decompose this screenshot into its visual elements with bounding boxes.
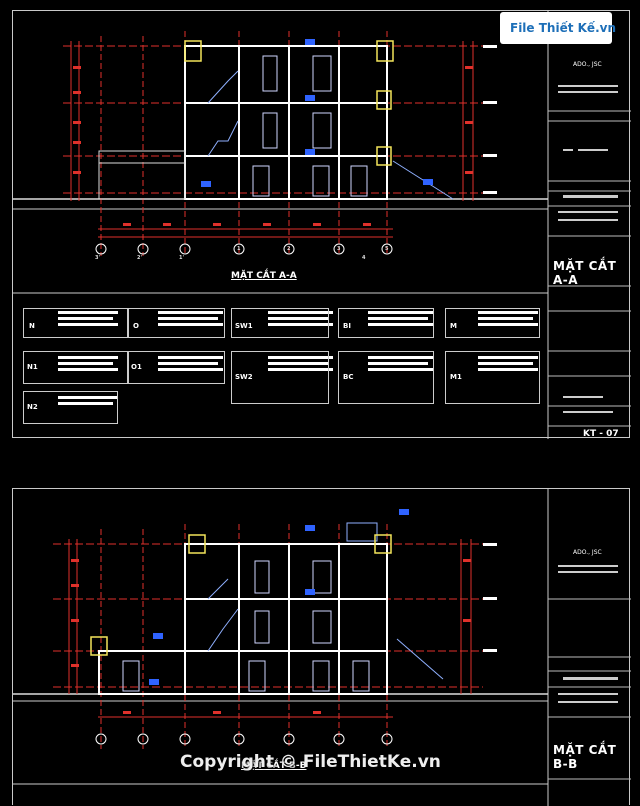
legend-box xyxy=(338,351,434,404)
copyright-watermark: Copyright © FileThietKe.vn xyxy=(180,752,441,772)
legend-key: N1 xyxy=(27,363,38,371)
legend-box xyxy=(128,351,225,384)
watermark-logo: File Thiết Kế.vn xyxy=(496,12,616,44)
grid-label: 4 xyxy=(362,255,366,261)
legend-key: SW2 xyxy=(235,373,253,381)
legend-box xyxy=(445,308,540,338)
legend-box xyxy=(445,351,540,404)
drawing-sheet-1: N N1 N2 O O1 SW1 SW2 BI BC M M1 3' 2' 1'… xyxy=(12,10,631,439)
legend-box xyxy=(231,351,329,404)
firm-name: ADO., JSC xyxy=(573,61,602,68)
legend-box xyxy=(23,391,118,424)
section-title: MẶT CẮT A-A xyxy=(231,271,297,281)
sheet-code: KT - 07 xyxy=(583,429,619,439)
grid-label: 3' xyxy=(95,255,101,261)
legend-key: M xyxy=(450,322,457,330)
grid-label: 2 xyxy=(287,246,291,252)
grid-label: 5 xyxy=(385,246,389,252)
grid-label: 3 xyxy=(337,246,341,252)
grid-label: 1' xyxy=(179,255,185,261)
firm-name: ADO., JSC xyxy=(573,549,602,556)
legend-box xyxy=(128,308,225,338)
watermark-logo-text: File Thiết Kế.vn xyxy=(510,21,616,35)
grid-label: 2' xyxy=(137,255,143,261)
grid-label: 1 xyxy=(237,246,241,252)
legend-key: N2 xyxy=(27,403,38,411)
drawing-sheet-2: MẶT CẮT B-B ADO., JSC MẶT CẮT B-B xyxy=(12,488,631,806)
legend-key: SW1 xyxy=(235,322,253,330)
legend-key: O1 xyxy=(131,363,142,371)
legend-key: BI xyxy=(343,322,351,330)
legend-box xyxy=(23,308,128,338)
titleblock-title: MẶT CẮT B-B xyxy=(553,743,617,771)
section-a-drawing xyxy=(13,11,631,439)
section-title: MẶT CẮT B-B xyxy=(241,761,307,771)
legend-box xyxy=(23,351,128,384)
legend-box xyxy=(231,308,329,338)
legend-key: M1 xyxy=(450,373,462,381)
legend-box xyxy=(338,308,434,338)
legend-key: O xyxy=(133,322,139,330)
section-b-drawing xyxy=(13,489,631,806)
titleblock-title: MẶT CẮT A-A xyxy=(553,259,617,287)
legend-key: N xyxy=(29,322,35,330)
legend-key: BC xyxy=(343,373,354,381)
